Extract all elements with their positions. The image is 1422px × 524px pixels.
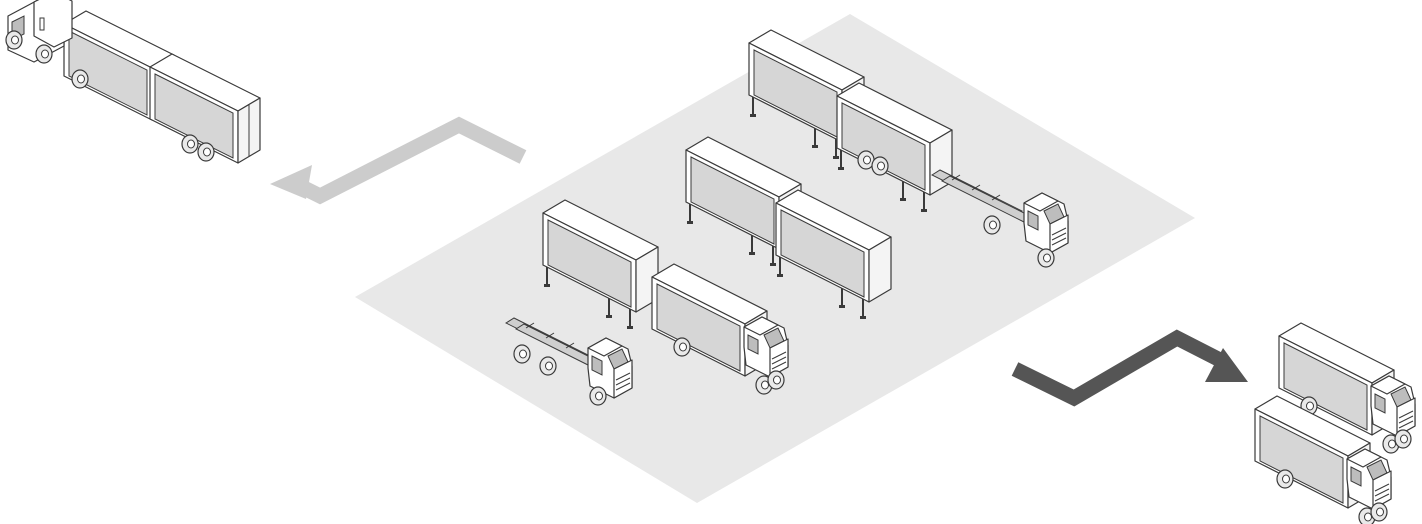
outbound-arrow xyxy=(270,116,527,205)
semi-truck-double-trailer xyxy=(5,0,261,164)
yard-area xyxy=(355,14,1195,503)
inbound-arrow xyxy=(1011,329,1248,407)
